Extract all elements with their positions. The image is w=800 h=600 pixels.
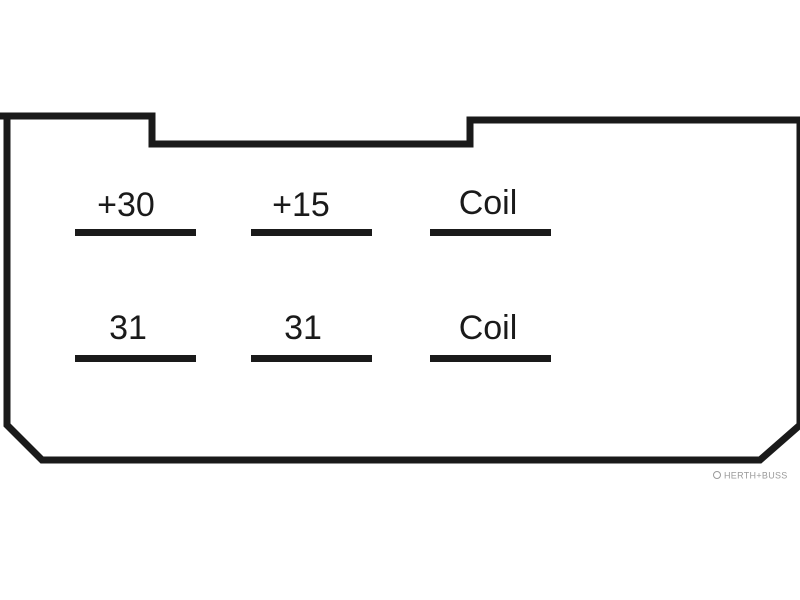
- pin-contact-bar: [251, 355, 372, 362]
- pin-label: 31: [109, 309, 147, 347]
- pin-bottom-2: 31: [251, 309, 372, 362]
- brand-watermark: HERTH+BUSS: [713, 471, 788, 481]
- pin-label: Coil: [459, 309, 518, 347]
- connector-housing-outline: [0, 112, 800, 464]
- pin-top-3: Coil: [430, 184, 551, 236]
- pin-label: 31: [284, 309, 322, 347]
- pin-bottom-3: Coil: [430, 309, 551, 362]
- pin-contact-bar: [430, 355, 551, 362]
- pin-label: +30: [97, 186, 155, 224]
- pin-top-2: +15: [251, 186, 372, 236]
- pin-contact-bar: [430, 229, 551, 236]
- watermark-text: HERTH+BUSS: [724, 471, 788, 481]
- pin-contact-bar: [251, 229, 372, 236]
- pin-contact-bar: [75, 355, 196, 362]
- pin-label: +15: [272, 186, 330, 224]
- pin-bottom-1: 31: [75, 309, 196, 362]
- pin-top-1: +30: [75, 186, 196, 236]
- pin-contact-bar: [75, 229, 196, 236]
- pin-label: Coil: [459, 184, 518, 222]
- watermark-logo-icon: [713, 471, 721, 479]
